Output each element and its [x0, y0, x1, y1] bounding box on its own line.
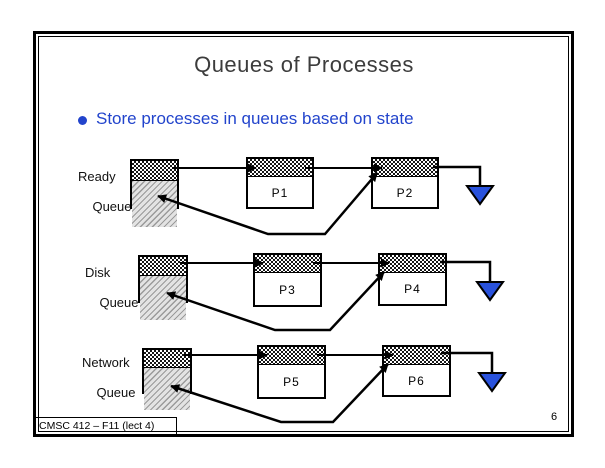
queue-label-ready-line2: Queue — [92, 199, 132, 214]
queue-head-tail-pointer-network — [144, 368, 190, 410]
process-p2-label: P2 — [396, 185, 414, 200]
queue-head-box-ready — [130, 159, 179, 227]
process-p2-pointer-cell — [373, 159, 437, 177]
process-p3-pointer-cell — [255, 255, 320, 273]
queue-head-tail-pointer-disk — [140, 276, 186, 320]
footer-box: CMSC 412 – F11 (lect 4) — [36, 417, 177, 434]
queue-head-front-pointer-disk — [140, 257, 186, 276]
process-box-p6: P6 — [382, 345, 451, 397]
footer-course-label: CMSC 412 – F11 (lect 4) — [39, 420, 155, 432]
process-p6-label: P6 — [408, 373, 425, 388]
process-box-p4: P4 — [378, 253, 447, 306]
process-box-p5: P5 — [257, 345, 326, 399]
queue-label-network: Network Queue — [82, 355, 136, 400]
queue-head-box-disk — [138, 255, 188, 320]
process-box-p3: P3 — [253, 253, 322, 307]
queue-label-network-line1: Network — [82, 355, 130, 370]
process-p1-pointer-cell — [248, 159, 312, 177]
process-p3-label: P3 — [279, 282, 296, 297]
queue-label-disk-line2: Queue — [99, 295, 139, 310]
process-p1-label: P1 — [271, 185, 289, 200]
process-box-p2: P2 — [371, 157, 439, 209]
queue-head-front-pointer-ready — [132, 161, 177, 181]
queue-head-front-pointer-network — [144, 350, 190, 368]
process-p5-label: P5 — [283, 374, 300, 389]
queue-head-tail-pointer-ready — [132, 181, 177, 227]
process-p5-pointer-cell — [259, 347, 324, 365]
queue-label-disk-line1: Disk — [85, 265, 111, 280]
queue-label-ready: Ready Queue — [78, 169, 132, 214]
slide-title: Queues of Processes — [194, 52, 414, 77]
queue-label-network-line2: Queue — [96, 385, 136, 400]
bullet-text: Store processes in queues based on state — [96, 109, 414, 128]
process-p4-pointer-cell — [380, 255, 445, 273]
queue-label-disk: Disk Queue — [85, 265, 139, 310]
process-p6-pointer-cell — [384, 347, 449, 365]
bullet-icon — [78, 116, 87, 125]
process-box-p1: P1 — [246, 157, 314, 209]
process-p4-label: P4 — [404, 282, 421, 296]
slide-frame-inner-border — [38, 36, 569, 432]
queue-label-ready-line1: Ready — [78, 169, 116, 184]
page-number: 6 — [550, 411, 558, 423]
queue-head-box-network — [142, 348, 192, 410]
